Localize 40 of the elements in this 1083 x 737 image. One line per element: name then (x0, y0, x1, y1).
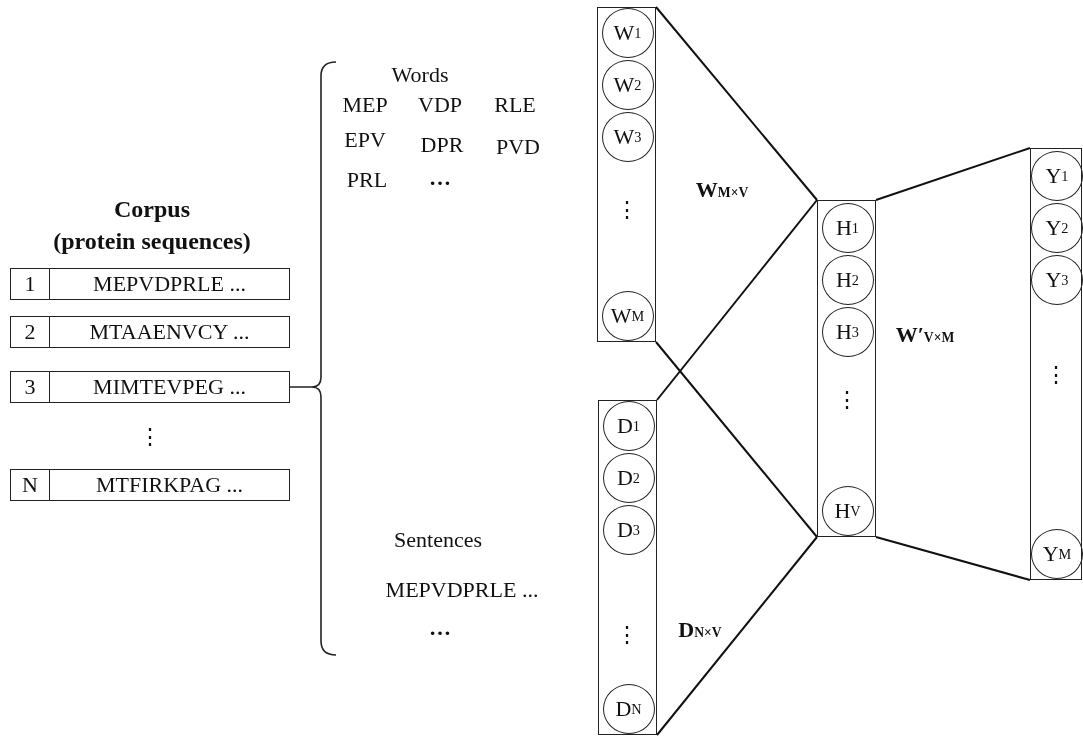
section-heading: Sentences (394, 527, 482, 553)
sequence-row (10, 268, 290, 300)
word-text: VDP (418, 92, 462, 118)
sequence-text: MIMTEVPEG ... (92, 373, 247, 401)
word-text: EPV (344, 127, 386, 153)
layer-column (597, 7, 656, 342)
connection-line (875, 147, 1031, 201)
connection-line (875, 536, 1031, 581)
sequence-number: 2 (11, 317, 50, 347)
sentence-text: MEPVDPRLE ... (385, 577, 539, 603)
sequence-number: N (11, 470, 50, 500)
connection-line (655, 341, 818, 538)
ellipsis: ⋮ (836, 387, 858, 413)
layer-column (598, 400, 657, 735)
word-text: PVD (496, 134, 540, 160)
layer-column (1030, 148, 1082, 580)
layer-column (817, 200, 876, 537)
word-text: MEP (342, 92, 388, 118)
connection-line (656, 199, 818, 401)
sequence-text: MEPVDPRLE ... (92, 270, 247, 298)
sequence-text: MTAAENVCY ... (88, 318, 251, 346)
connection-line (655, 6, 818, 201)
ellipsis: ⋮ (616, 622, 638, 648)
word-text: RLE (494, 92, 536, 118)
ellipsis: … (429, 615, 451, 641)
ellipsis: ⋮ (616, 197, 638, 223)
word-text: PRL (346, 167, 388, 193)
word-text: DPR (420, 132, 464, 158)
sequence-number: 1 (11, 269, 50, 299)
connection-line (656, 536, 818, 736)
heading: Corpus (protein sequences) (53, 195, 251, 256)
ellipsis: ⋮ (1045, 362, 1067, 388)
sequence-row (10, 316, 290, 348)
sequence-text: MTFIRKPAG ... (94, 471, 245, 499)
section-heading: Words (391, 62, 449, 88)
sequence-row (10, 469, 290, 501)
ellipsis: ⋮ (139, 424, 161, 450)
sequence-number: 3 (11, 372, 50, 402)
ellipsis: … (429, 165, 451, 191)
sequence-row (10, 371, 290, 403)
